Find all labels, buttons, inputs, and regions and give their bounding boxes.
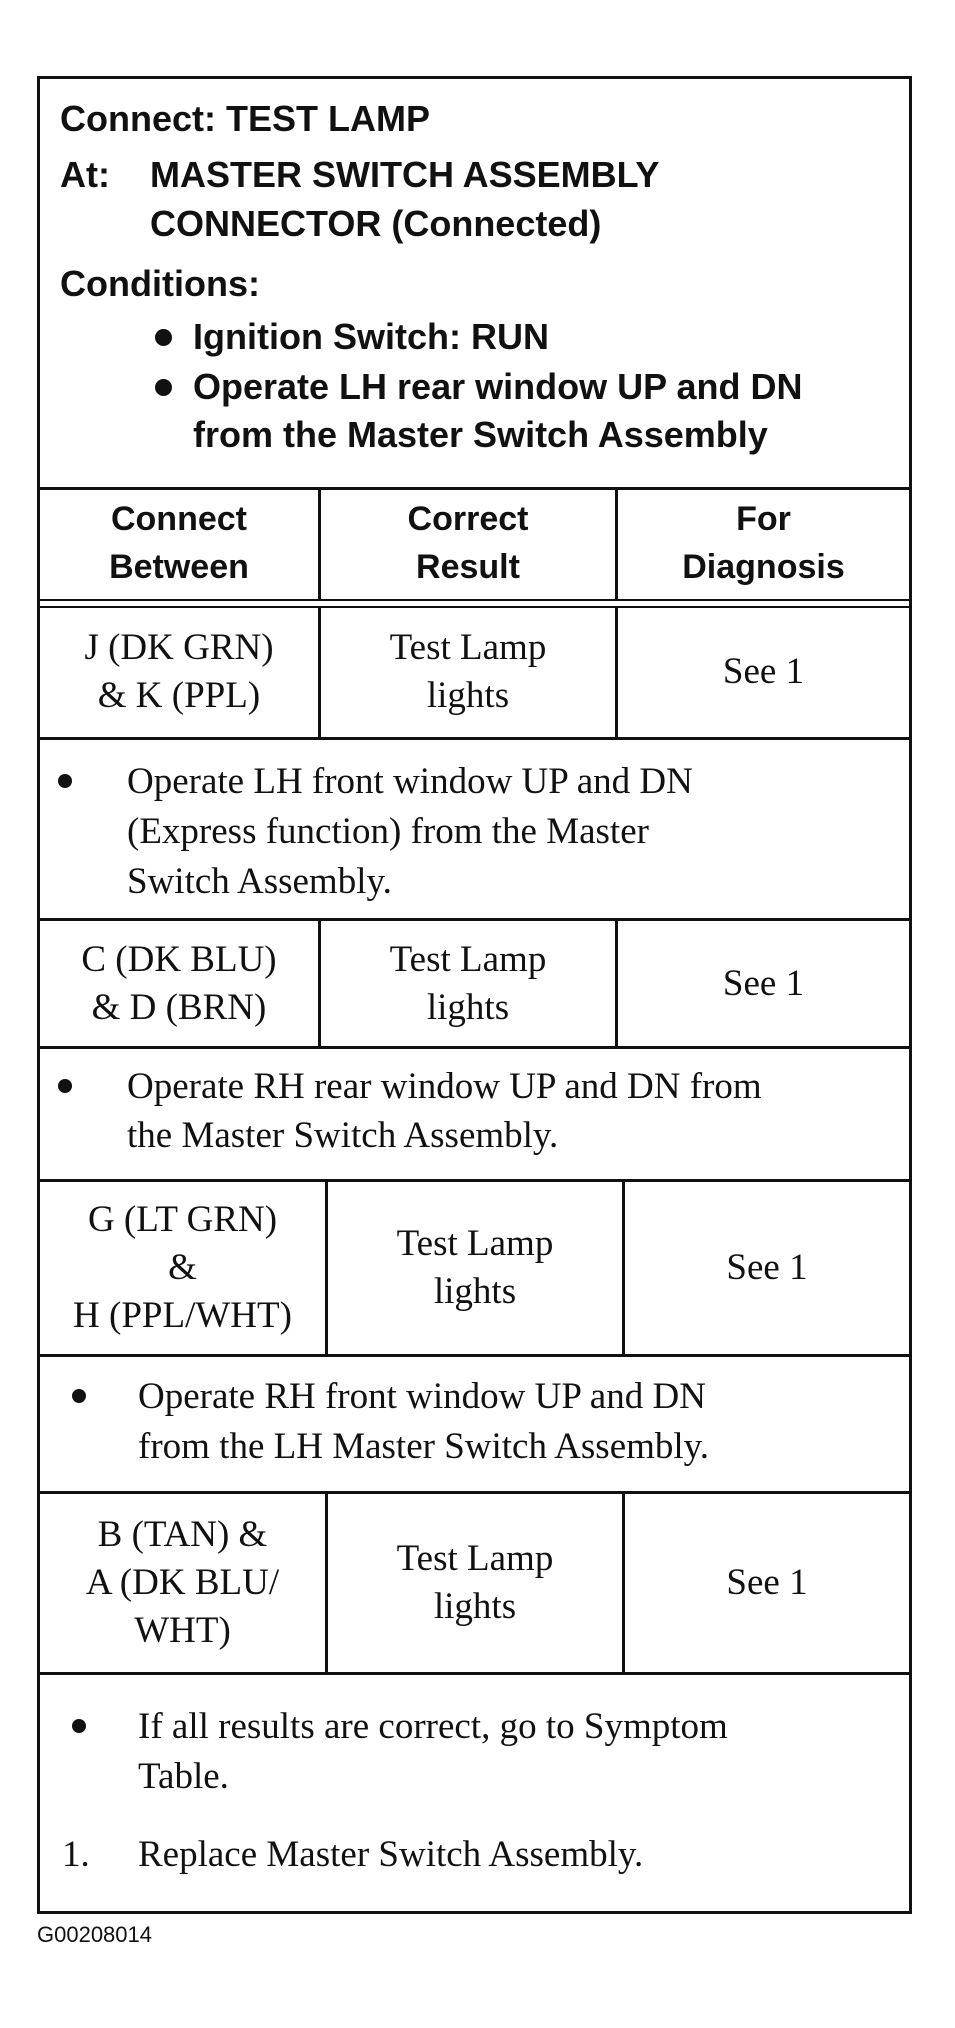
divider xyxy=(325,1182,328,1354)
instruction-note: Operate RH rear window UP and DN from th… xyxy=(40,1049,909,1179)
instruction-note: Operate LH front window UP and DN (Expre… xyxy=(40,740,909,918)
conditions-label: Conditions: xyxy=(60,263,260,304)
divider xyxy=(325,1494,328,1672)
row-rule xyxy=(40,1672,909,1675)
at-label: At: xyxy=(60,154,110,195)
condition-operate-line1: Operate LH rear window UP and DN xyxy=(193,366,803,407)
row-rule xyxy=(40,1179,909,1182)
divider xyxy=(615,921,618,1046)
step-number: 1. xyxy=(62,1834,90,1875)
condition-operate-line2: from the Master Switch Assembly xyxy=(193,414,768,455)
divider xyxy=(318,487,321,599)
divider xyxy=(622,1494,625,1672)
divider xyxy=(318,921,321,1046)
diagnosis-cell: See 1 xyxy=(722,651,805,692)
at-value-line1: MASTER SWITCH ASSEMBLY xyxy=(150,154,660,195)
bullet-icon xyxy=(72,1389,86,1403)
connect-between-cell: B (TAN) &A (DK BLU/WHT) xyxy=(85,1514,280,1651)
connect-between-cell: J (DK GRN)& K (PPL) xyxy=(84,627,274,716)
row-rule xyxy=(40,737,909,740)
row-rule xyxy=(40,918,909,921)
divider xyxy=(615,487,618,599)
divider xyxy=(622,1182,625,1354)
diagnosis-cell: See 1 xyxy=(722,962,805,1004)
bullet-icon xyxy=(72,1719,86,1733)
row-rule xyxy=(40,1354,909,1357)
condition-ignition: Ignition Switch: RUN xyxy=(193,316,549,357)
connect-between-cell: C (DK BLU)& D (BRN) xyxy=(81,938,277,1028)
divider xyxy=(615,607,618,737)
bullet-icon xyxy=(155,329,172,346)
instruction-note: Operate RH front window UP and DN from t… xyxy=(40,1357,909,1491)
double-rule xyxy=(40,599,909,601)
connect-between-cell: G (LT GRN)&H (PPL/WHT) xyxy=(73,1199,292,1336)
bullet-icon xyxy=(155,379,172,396)
at-value-line2: CONNECTOR (Connected) xyxy=(150,203,602,244)
diagnosis-cell: See 1 xyxy=(726,1562,808,1603)
bullet-icon xyxy=(58,774,72,788)
instruction-note: If all results are correct, go to Sympto… xyxy=(40,1675,909,1911)
diagnosis-cell: See 1 xyxy=(726,1247,808,1288)
row-rule xyxy=(40,1046,909,1049)
step-text: Replace Master Switch Assembly. xyxy=(138,1834,644,1875)
row-rule xyxy=(40,1491,909,1494)
double-rule xyxy=(40,606,909,608)
divider xyxy=(318,607,321,737)
test-header: Connect: TEST LAMP At: MASTER SWITCH ASS… xyxy=(40,79,909,490)
figure-code: G00208014 xyxy=(37,1922,152,1947)
connect-label: Connect: TEST LAMP xyxy=(60,98,430,139)
bullet-icon xyxy=(58,1079,72,1093)
diagnostic-table: Connect: TEST LAMP At: MASTER SWITCH ASS… xyxy=(37,76,912,1914)
